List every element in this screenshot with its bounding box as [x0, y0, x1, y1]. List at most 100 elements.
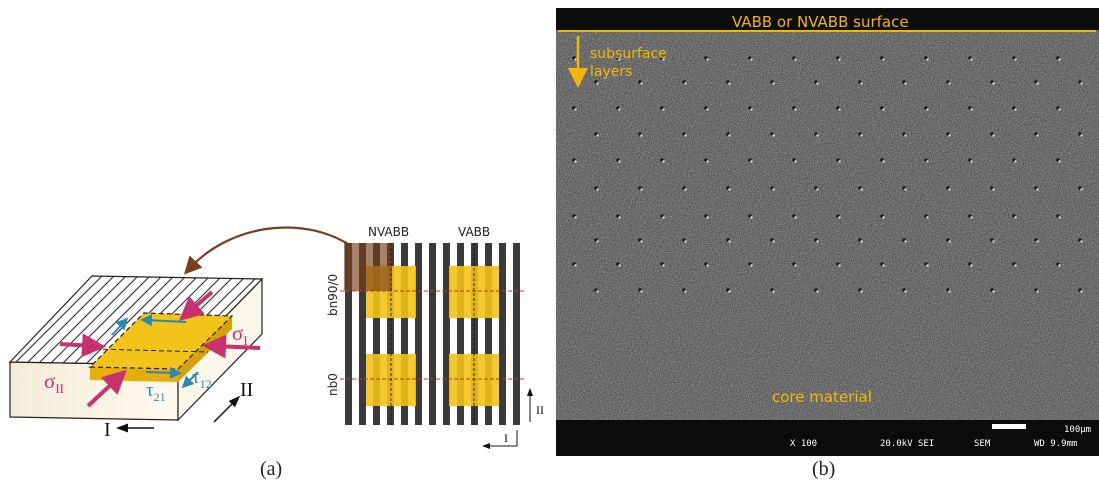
sem-shading: [556, 30, 1099, 420]
indent-highlight: [882, 108, 885, 111]
indent-highlight: [926, 160, 929, 163]
indent-highlight: [970, 160, 973, 163]
indent-highlight: [772, 240, 775, 243]
indent-highlight: [838, 108, 841, 111]
indent-highlight: [970, 58, 973, 61]
indent-highlight: [992, 290, 995, 293]
subsurface-label-line2: layers: [590, 64, 632, 80]
indent-highlight: [574, 264, 577, 267]
indent-highlight: [596, 290, 599, 293]
indent-highlight: [816, 82, 819, 85]
indent-highlight: [838, 160, 841, 163]
indent-highlight: [882, 58, 885, 61]
indent-highlight: [794, 58, 797, 61]
indent-highlight: [750, 108, 753, 111]
bn90-label: bn90/0: [326, 274, 340, 316]
indent-highlight: [728, 134, 731, 137]
indent-highlight: [662, 58, 665, 61]
wd-label: WD 9.9mm: [1034, 439, 1077, 449]
tau12-arrow: [181, 371, 199, 389]
tau12-label: τ12: [192, 367, 212, 391]
indent-highlight: [728, 290, 731, 293]
fiber-strip: [485, 243, 492, 425]
indent-highlight: [1058, 264, 1061, 267]
indent-highlight: [970, 216, 973, 219]
indent-highlight: [794, 160, 797, 163]
indent-highlight: [860, 82, 863, 85]
indent-highlight: [574, 160, 577, 163]
indent-highlight: [706, 216, 709, 219]
tau21-label: τ21: [146, 380, 166, 404]
caption-b: (b): [812, 458, 836, 480]
indent-highlight: [1014, 58, 1017, 61]
indent-highlight: [948, 82, 951, 85]
sigma-I-right-arrow: [202, 334, 261, 359]
indent-highlight: [618, 108, 621, 111]
indent-highlight: [1058, 108, 1061, 111]
tau21-arrow: [145, 366, 182, 379]
indent-highlight: [882, 264, 885, 267]
indent-highlight: [992, 82, 995, 85]
indent-highlight: [640, 82, 643, 85]
element-dash: [94, 348, 209, 353]
indent-highlight: [772, 82, 775, 85]
indent-highlight: [904, 188, 907, 191]
nb0-label: nb0: [326, 373, 340, 396]
indent-highlight: [640, 240, 643, 243]
fiber-strip: [471, 243, 478, 425]
indent-highlight: [706, 264, 709, 267]
magnification-label: X 100: [790, 439, 817, 449]
indent-highlight: [992, 188, 995, 191]
nvabb-label: NVABB: [368, 225, 409, 239]
sigma-II-label: σII: [44, 369, 64, 396]
indent-highlight: [640, 188, 643, 191]
indent-highlight: [596, 188, 599, 191]
indent-highlight: [684, 240, 687, 243]
scale-bar: [992, 424, 1026, 429]
fiber-strip: [513, 243, 520, 425]
small-direction-II-label: II: [536, 403, 544, 417]
element-top: [88, 312, 234, 370]
indent-highlight: [926, 58, 929, 61]
fiber-strip: [401, 243, 408, 425]
indent-highlight: [728, 188, 731, 191]
fiber-strip: [429, 243, 436, 425]
indent-highlight: [1036, 134, 1039, 137]
indent-highlight: [772, 134, 775, 137]
indent-highlight: [794, 264, 797, 267]
indent-highlight: [596, 240, 599, 243]
indent-highlight: [574, 58, 577, 61]
indent-highlight: [860, 134, 863, 137]
surface-label: VABB or NVABB surface: [732, 13, 909, 31]
indent-highlight: [1080, 290, 1083, 293]
fiber-strip: [415, 243, 422, 425]
indent-highlight: [750, 216, 753, 219]
stress-arrows: [59, 290, 261, 408]
voltage-label: 20.0kV SEI: [880, 439, 934, 449]
direction-II-label: II: [240, 379, 253, 401]
small-direction-I-label: I: [504, 431, 508, 445]
indent-highlight: [904, 134, 907, 137]
indent-highlight: [970, 264, 973, 267]
indent-highlight: [1058, 216, 1061, 219]
fiber-strip: [443, 243, 450, 425]
indent-highlight: [838, 58, 841, 61]
indent-highlight: [640, 290, 643, 293]
tau-top-arrow: [140, 314, 187, 327]
indent-highlight: [1036, 240, 1039, 243]
fiber-strip: [387, 243, 394, 425]
indent-highlight: [904, 82, 907, 85]
indent-highlight: [926, 216, 929, 219]
indent-highlight: [1014, 216, 1017, 219]
indent-highlight: [706, 160, 709, 163]
indent-highlight: [706, 58, 709, 61]
indent-highlight: [1036, 82, 1039, 85]
indent-highlight: [838, 216, 841, 219]
sigma-I-left-arrow: [59, 333, 106, 358]
zoom-connector-arrow: [184, 226, 349, 275]
indent-highlight: [838, 264, 841, 267]
indent-highlight: [816, 240, 819, 243]
mode-label: SEM: [974, 439, 991, 449]
core-material-label: core material: [772, 388, 872, 406]
caption-a: (a): [260, 458, 283, 480]
